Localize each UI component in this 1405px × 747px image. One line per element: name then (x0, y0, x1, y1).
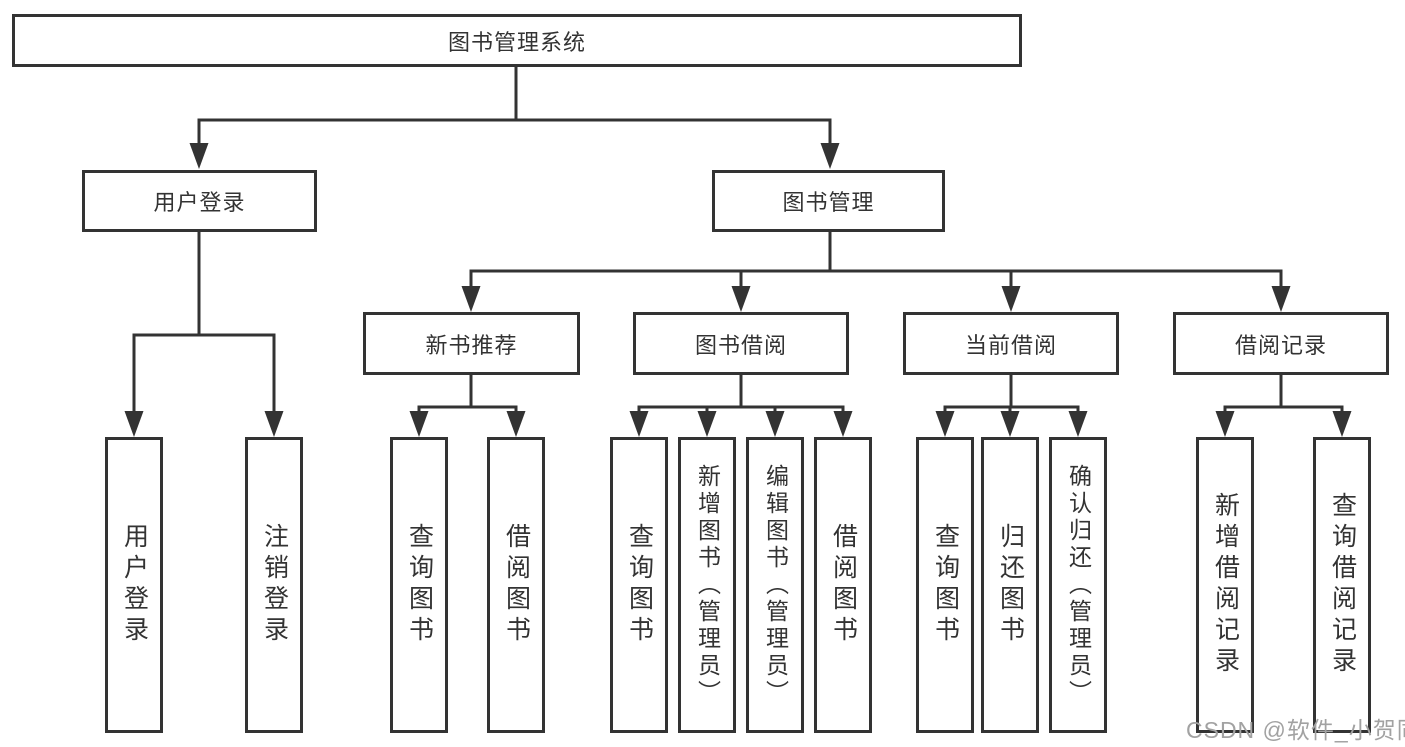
node-cb-return-book-label: 归还图书 (996, 523, 1025, 647)
node-borrow-record-label: 借阅记录 (1234, 332, 1327, 358)
node-book-mgmt: 图书管理 (712, 170, 945, 232)
node-ul-user-login-label: 用户登录 (120, 523, 149, 647)
node-book-mgmt-label: 图书管理 (782, 190, 875, 215)
node-br-add-record-label: 新增借阅记录 (1211, 492, 1240, 678)
node-nb-query-book-label: 查询图书 (405, 523, 434, 647)
node-bb-edit-book: 编辑图书（管理员） (746, 437, 804, 733)
node-br-query-record: 查询借阅记录 (1313, 437, 1371, 733)
node-root: 图书管理系统 (12, 14, 1022, 67)
node-current-borrow-label: 当前借阅 (964, 332, 1057, 358)
node-bb-query-book: 查询图书 (610, 437, 668, 733)
node-cb-confirm-return-label: 确认归还（管理员） (1065, 463, 1092, 707)
node-ul-logout: 注销登录 (245, 437, 303, 733)
node-bb-borrow-book: 借阅图书 (814, 437, 872, 733)
node-nb-borrow-book-label: 借阅图书 (502, 523, 531, 647)
node-bb-add-book: 新增图书（管理员） (678, 437, 736, 733)
node-new-book-rec: 新书推荐 (363, 312, 580, 375)
node-br-query-record-label: 查询借阅记录 (1328, 492, 1357, 678)
node-bb-query-book-label: 查询图书 (625, 523, 654, 647)
node-ul-logout-label: 注销登录 (260, 523, 289, 647)
node-bb-borrow-book-label: 借阅图书 (829, 523, 858, 647)
node-root-label: 图书管理系统 (447, 29, 586, 55)
node-br-add-record: 新增借阅记录 (1196, 437, 1254, 733)
node-cb-query-book-label: 查询图书 (931, 523, 960, 647)
node-user-login-label: 用户登录 (153, 190, 246, 215)
node-current-borrow: 当前借阅 (903, 312, 1119, 375)
node-user-login: 用户登录 (82, 170, 317, 232)
node-bb-add-book-label: 新增图书（管理员） (694, 463, 721, 707)
node-cb-confirm-return: 确认归还（管理员） (1049, 437, 1107, 733)
node-cb-query-book: 查询图书 (916, 437, 974, 733)
node-cb-return-book: 归还图书 (981, 437, 1039, 733)
node-nb-borrow-book: 借阅图书 (487, 437, 545, 733)
node-book-borrow: 图书借阅 (633, 312, 849, 375)
node-bb-edit-book-label: 编辑图书（管理员） (762, 463, 789, 707)
watermark: CSDN @软件_小贺同学 (1186, 717, 1405, 743)
node-book-borrow-label: 图书借阅 (694, 332, 787, 358)
node-nb-query-book: 查询图书 (390, 437, 448, 733)
node-borrow-record: 借阅记录 (1173, 312, 1389, 375)
node-ul-user-login: 用户登录 (105, 437, 163, 733)
node-new-book-rec-label: 新书推荐 (425, 332, 518, 358)
